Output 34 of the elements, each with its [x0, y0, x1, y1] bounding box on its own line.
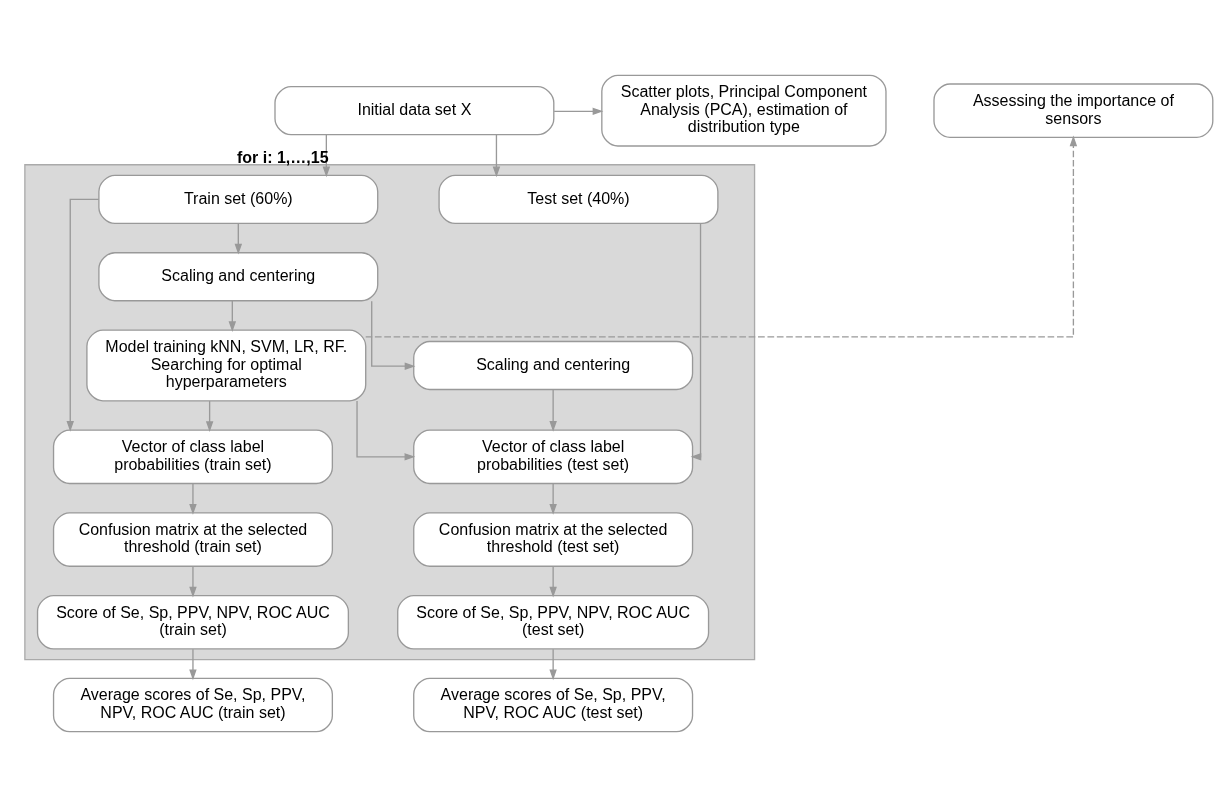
node-box: Scaling and centering — [98, 251, 379, 301]
arrow — [549, 482, 557, 515]
node-box: Score of Se, Sp, PPV, NPV, ROC AUC (test set) — [397, 594, 710, 650]
node-box: Assessing the importance of sensors — [933, 82, 1214, 138]
node-box: Vector of class label probabilities (test set) — [413, 429, 694, 484]
node-box: Confusion matrix at the selected threshold (train set) — [52, 511, 334, 567]
arrow — [549, 565, 557, 597]
arrow — [189, 482, 197, 515]
arrow — [549, 648, 557, 680]
node-box: Score of Se, Sp, PPV, NPV, ROC AUC (train set) — [36, 594, 350, 650]
arrow — [205, 399, 214, 432]
arrow — [228, 299, 237, 332]
node-box: Average scores of Se, Sp, PPV, NPV, ROC AUC (test set) — [413, 677, 694, 732]
edge-label: for i: 1,…,15 — [236, 148, 329, 166]
arrow — [66, 198, 100, 432]
node-box: Confusion matrix at the selected threshold (test set) — [413, 511, 694, 567]
arrow — [371, 300, 416, 370]
node-box: Scatter plots, Principal Component Analysis (PCA), estimation of distribution type — [601, 74, 887, 147]
arrow — [356, 399, 416, 461]
arrow — [690, 222, 702, 461]
node-box: Initial data set X — [274, 85, 555, 135]
arrow — [549, 388, 557, 432]
node-box: Test set (40%) — [438, 174, 719, 224]
arrow — [365, 135, 1078, 337]
node-box: Vector of class label probabilities (train set) — [52, 429, 334, 484]
arrow — [492, 133, 501, 177]
arrow — [553, 107, 604, 115]
node-box: Train set (60%) — [98, 174, 379, 224]
arrow — [189, 648, 197, 680]
arrow — [234, 222, 243, 254]
node-box: Scaling and centering — [413, 340, 694, 390]
arrow — [189, 565, 197, 597]
node-box: Average scores of Se, Sp, PPV, NPV, ROC AUC (train set) — [52, 677, 334, 732]
node-box: Model training kNN, SVM, LR, RF. Searching for optimal hyperparameters — [86, 328, 367, 401]
